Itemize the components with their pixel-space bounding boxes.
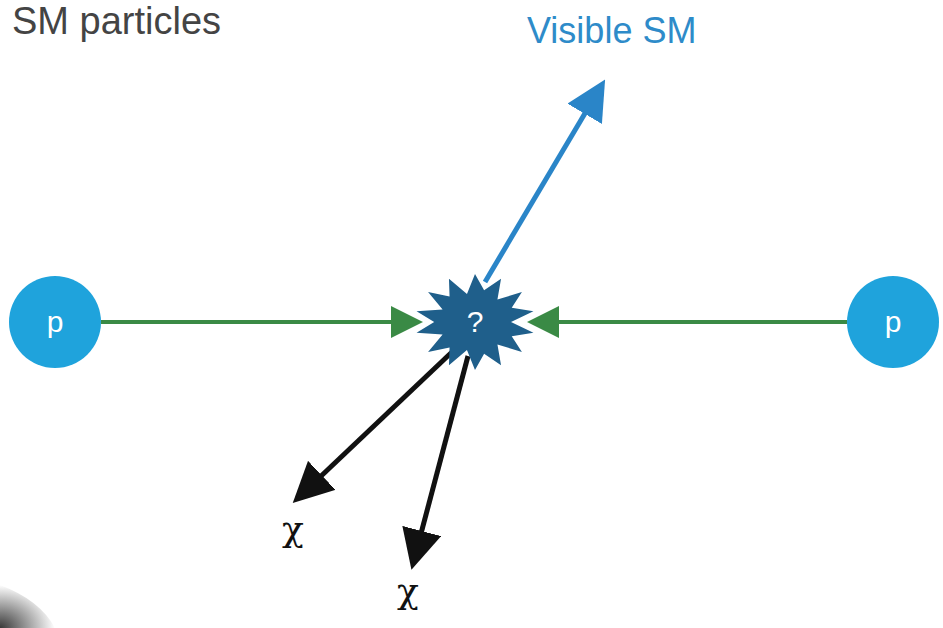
node-text: ? xyxy=(467,305,484,339)
proton-circle: p xyxy=(847,276,939,368)
beam-arrow xyxy=(101,320,415,324)
collision-starburst: ? xyxy=(415,274,535,370)
chi-arrow xyxy=(414,356,468,560)
beam-arrow xyxy=(535,320,847,324)
node-text: p xyxy=(885,305,902,339)
proton-circle: p xyxy=(9,276,101,368)
corner-shadow xyxy=(0,585,55,628)
node-text: p xyxy=(47,305,64,339)
visible-sm-label: Visible SM xyxy=(527,10,696,52)
chi-arrow xyxy=(300,352,452,496)
chi-label: χ xyxy=(282,508,304,549)
visible-sm-arrow xyxy=(485,88,600,282)
slide-heading: SM particles xyxy=(12,0,221,43)
chi-label: χ xyxy=(397,570,419,611)
